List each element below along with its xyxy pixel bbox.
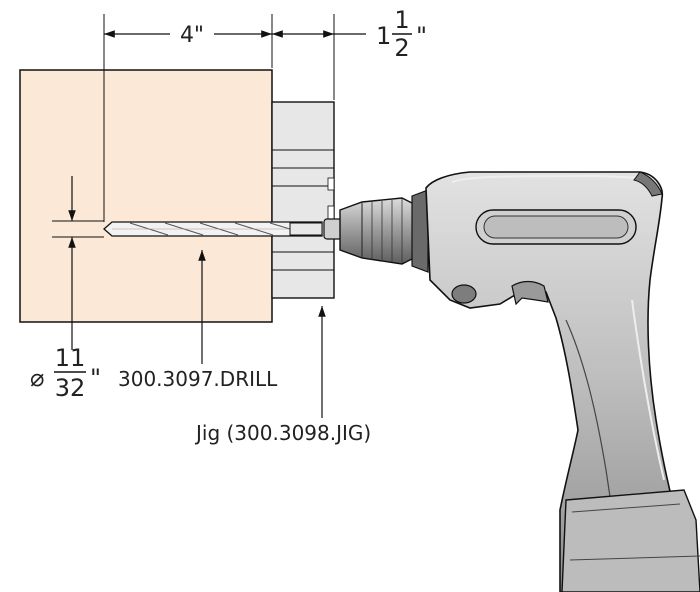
dimension-diameter: ⌀ 11 32 " xyxy=(30,176,104,402)
callout-drill: 300.3097.DRILL xyxy=(118,250,278,391)
dimension-length: 4" xyxy=(103,14,335,222)
diameter-symbol: ⌀ xyxy=(30,364,44,392)
workpiece-block xyxy=(19,69,273,323)
diameter-numerator: 11 xyxy=(55,344,86,372)
diameter-unit: " xyxy=(90,364,101,392)
jig xyxy=(271,101,335,299)
dimension-jig-thickness: 1 1 2 " xyxy=(272,6,427,62)
diameter-denominator: 32 xyxy=(55,374,86,402)
length-dimension-label: 4" xyxy=(180,23,204,48)
drill-bit xyxy=(103,221,323,237)
jig-part-label: Jig (300.3098.JIG) xyxy=(194,421,371,445)
jig-dimension-denominator: 2 xyxy=(394,34,409,62)
callout-jig: Jig (300.3098.JIG) xyxy=(194,306,371,445)
jig-dimension-unit: " xyxy=(416,22,427,50)
jig-dimension-numerator: 1 xyxy=(394,6,409,34)
jig-dimension-whole: 1 xyxy=(376,22,391,50)
power-drill xyxy=(323,171,700,592)
drill-part-label: 300.3097.DRILL xyxy=(118,367,278,391)
